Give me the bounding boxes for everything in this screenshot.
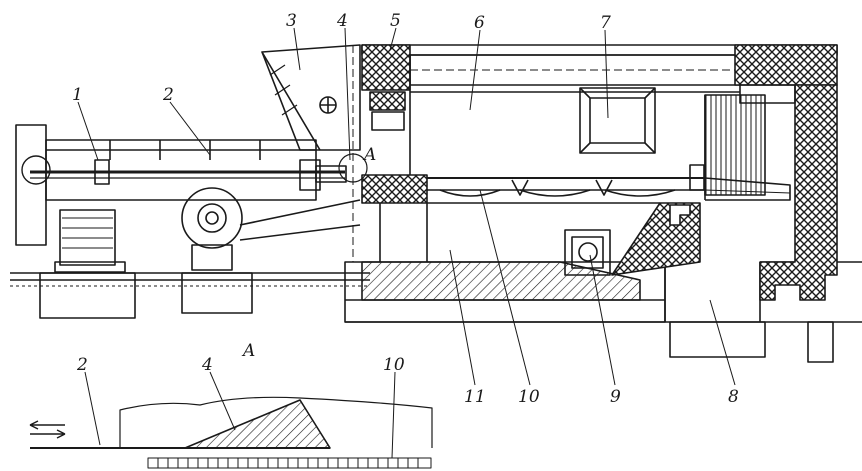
detail-label-2: 2	[76, 355, 88, 375]
loading-hopper	[261, 44, 361, 151]
label-8: 8	[728, 387, 739, 407]
detail-view	[29, 371, 433, 469]
leader-lines	[77, 27, 736, 386]
label-9: 9	[610, 387, 621, 407]
detail-label-10: 10	[383, 355, 405, 375]
observation-window	[579, 87, 656, 154]
label-2: 2	[162, 85, 174, 105]
detail-title-label: A	[241, 341, 255, 361]
detail-marker-label: A	[362, 145, 376, 165]
label-7: 7	[600, 13, 611, 33]
furnace-foundation	[361, 261, 641, 301]
label-3: 3	[286, 11, 297, 31]
label-6: 6	[474, 13, 485, 33]
hearth-rollers	[361, 164, 791, 204]
fan-unit	[181, 187, 361, 271]
label-4: 4	[336, 11, 348, 31]
label-5: 5	[390, 11, 401, 31]
label-1: 1	[72, 85, 83, 105]
detail-label-4: 4	[201, 355, 213, 375]
pusher-mechanism	[15, 124, 347, 273]
furnace-body	[361, 44, 838, 301]
label-10: 10	[518, 387, 540, 407]
label-11: 11	[464, 387, 486, 407]
lower-chamber	[379, 202, 701, 276]
